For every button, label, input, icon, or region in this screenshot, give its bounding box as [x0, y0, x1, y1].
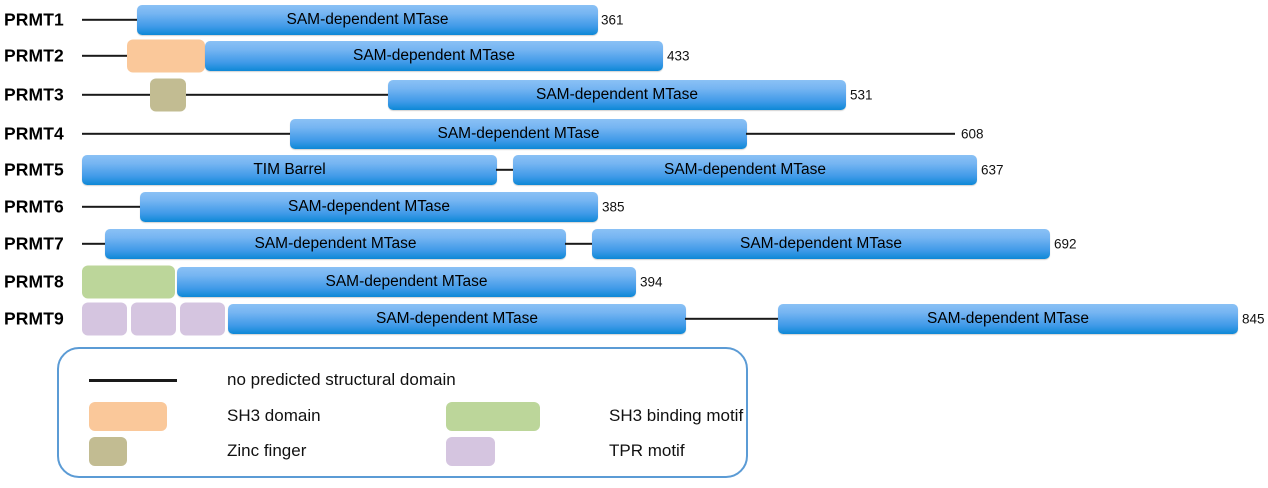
- no-domain-line: [82, 18, 138, 22]
- domain-block[interactable]: SAM-dependent MTase: [205, 41, 663, 71]
- no-domain-line: [82, 242, 107, 246]
- domain-block-label: SAM-dependent MTase: [353, 47, 515, 65]
- legend-swatch-no-domain-line: [89, 379, 177, 382]
- protein-name-label: PRMT3: [4, 84, 64, 105]
- no-domain-line: [82, 54, 128, 58]
- legend-label: no predicted structural domain: [227, 370, 456, 389]
- legend-label: SH3 binding motif: [609, 406, 744, 425]
- protein-row: PRMT8 SAM-dependent MTase 394: [0, 262, 1268, 302]
- no-domain-line: [565, 242, 593, 246]
- protein-row: PRMT6 SAM-dependent MTase 385: [0, 187, 1268, 227]
- legend-label: SH3 domain: [227, 406, 321, 425]
- domain-block[interactable]: TIM Barrel: [82, 155, 497, 185]
- protein-name-label: PRMT4: [4, 123, 64, 144]
- residue-count-label: 845: [1242, 311, 1265, 327]
- no-domain-line: [82, 132, 291, 136]
- protein-name-label: PRMT5: [4, 159, 64, 180]
- protein-track: TIM Barrel SAM-dependent MTase 637: [0, 150, 1268, 190]
- domain-block[interactable]: SAM-dependent MTase: [177, 267, 636, 297]
- domain-block[interactable]: SAM-dependent MTase: [513, 155, 977, 185]
- protein-track: SAM-dependent MTase SAM-dependent MTase 84…: [0, 299, 1268, 339]
- no-domain-line: [82, 93, 388, 97]
- domain-block-label: SAM-dependent MTase: [437, 125, 600, 143]
- motif-box-zf[interactable]: [150, 78, 186, 112]
- no-domain-line: [496, 168, 514, 172]
- domain-block-label: SAM-dependent MTase: [536, 86, 698, 104]
- domain-block[interactable]: SAM-dependent MTase: [388, 80, 846, 110]
- protein-row: PRMT2 SAM-dependent MTase 433: [0, 36, 1268, 76]
- domain-block-label: SAM-dependent MTase: [288, 198, 450, 216]
- motif-box-tpr[interactable]: [131, 302, 176, 336]
- domain-block[interactable]: SAM-dependent MTase: [592, 229, 1050, 259]
- protein-track: SAM-dependent MTase 433: [0, 36, 1268, 76]
- residue-count-label: 692: [1054, 236, 1077, 252]
- protein-name-label: PRMT2: [4, 45, 64, 66]
- protein-name-label: PRMT8: [4, 271, 64, 292]
- motif-box-tpr[interactable]: [180, 302, 225, 336]
- legend-label: Zinc finger: [227, 441, 307, 460]
- protein-row: PRMT3 SAM-dependent MTase 531: [0, 75, 1268, 115]
- domain-block[interactable]: SAM-dependent MTase: [137, 5, 598, 35]
- domain-block-label: SAM-dependent MTase: [740, 235, 902, 253]
- residue-count-label: 637: [981, 162, 1004, 178]
- domain-block-label: SAM-dependent MTase: [664, 161, 826, 179]
- residue-count-label: 361: [601, 12, 624, 28]
- motif-box-sh3[interactable]: [127, 39, 205, 73]
- protein-name-label: PRMT9: [4, 308, 64, 329]
- domain-block-label: SAM-dependent MTase: [254, 235, 417, 253]
- protein-track: SAM-dependent MTase 531: [0, 75, 1268, 115]
- no-domain-line: [82, 205, 142, 209]
- legend-swatch-zf: [89, 436, 127, 466]
- domain-block[interactable]: SAM-dependent MTase: [140, 192, 598, 222]
- domain-block-label: SAM-dependent MTase: [286, 11, 449, 29]
- protein-name-label: PRMT7: [4, 233, 64, 254]
- protein-row: PRMT4 SAM-dependent MTase 608: [0, 114, 1268, 154]
- protein-track: SAM-dependent MTase SAM-dependent MTase 69…: [0, 224, 1268, 264]
- motif-box-tpr[interactable]: [82, 302, 127, 336]
- domain-block-label: SAM-dependent MTase: [325, 273, 488, 291]
- domain-block[interactable]: SAM-dependent MTase: [105, 229, 566, 259]
- legend-swatch-sh3b: [446, 401, 540, 431]
- domain-block[interactable]: SAM-dependent MTase: [778, 304, 1238, 334]
- domain-block-label: SAM-dependent MTase: [927, 310, 1089, 328]
- protein-track: SAM-dependent MTase 361: [0, 0, 1268, 40]
- residue-count-label: 608: [961, 126, 984, 142]
- domain-block[interactable]: SAM-dependent MTase: [228, 304, 686, 334]
- protein-name-label: PRMT6: [4, 196, 64, 217]
- protein-name-label: PRMT1: [4, 9, 64, 30]
- domain-block[interactable]: SAM-dependent MTase: [290, 119, 747, 149]
- protein-track: SAM-dependent MTase 394: [0, 262, 1268, 302]
- no-domain-line: [685, 317, 779, 321]
- protein-row: PRMT5 TIM Barrel SAM-dependent MTase 637: [0, 150, 1268, 190]
- domain-block-label: TIM Barrel: [253, 161, 326, 179]
- legend-swatch-tpr: [446, 436, 495, 466]
- residue-count-label: 394: [640, 274, 663, 290]
- legend-swatch-sh3: [89, 401, 167, 431]
- no-domain-line: [746, 132, 955, 136]
- residue-count-label: 385: [602, 199, 625, 215]
- motif-box-sh3b[interactable]: [82, 265, 175, 299]
- residue-count-label: 433: [667, 48, 690, 64]
- legend-label: TPR motif: [609, 441, 685, 460]
- protein-track: SAM-dependent MTase 608: [0, 114, 1268, 154]
- protein-row: PRMT1 SAM-dependent MTase 361: [0, 0, 1268, 40]
- residue-count-label: 531: [850, 87, 873, 103]
- protein-track: SAM-dependent MTase 385: [0, 187, 1268, 227]
- domain-block-label: SAM-dependent MTase: [376, 310, 538, 328]
